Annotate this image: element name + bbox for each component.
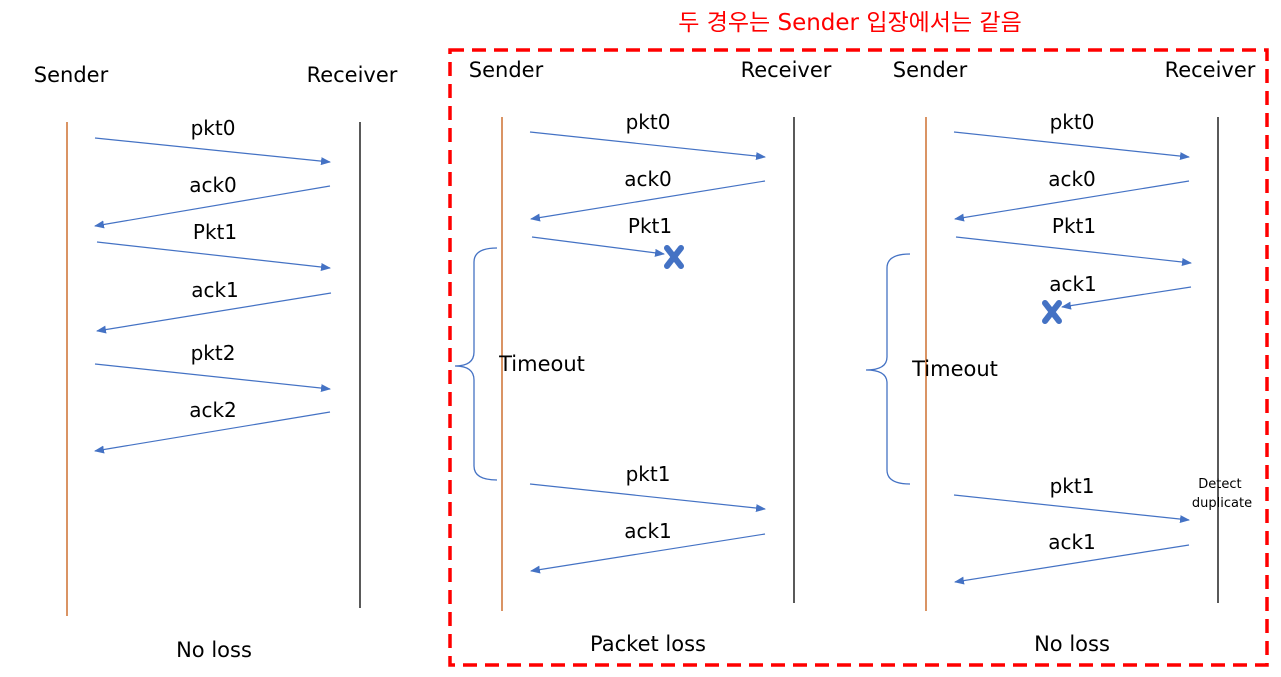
- note-line-1: Detect: [1198, 477, 1241, 492]
- panel-ack-loss: Sender Receiver pkt0 ack0 Pkt1 ack1 Time…: [865, 58, 1256, 656]
- detect-duplicate-note: Detect duplicate: [1192, 477, 1252, 511]
- lost-pkt1-arrow: [531, 236, 665, 257]
- pkt1-label: Pkt1: [1052, 214, 1096, 238]
- ack2-arrow: [94, 411, 331, 454]
- ack1-arrow: [96, 292, 332, 334]
- panel-caption: No loss: [1034, 632, 1110, 656]
- pkt0-arrow: [94, 137, 331, 166]
- ack2-label: ack2: [189, 398, 237, 422]
- banner-text: 두 경우는 Sender 입장에서는 같음: [678, 10, 1022, 36]
- lost-pkt1-label: Pkt1: [628, 214, 672, 238]
- ack0-label: ack0: [624, 167, 672, 191]
- ack0-label: ack0: [189, 173, 237, 197]
- panel-caption: No loss: [176, 638, 252, 662]
- ack1-arrow: [530, 533, 766, 574]
- ack1-arrow: [954, 544, 1190, 585]
- pkt0-arrow: [953, 131, 1190, 161]
- receiver-label: Receiver: [307, 63, 398, 87]
- pkt0-label: pkt0: [191, 116, 236, 140]
- ack1-label: ack1: [624, 519, 672, 543]
- pkt0-label: pkt0: [1050, 110, 1095, 134]
- pkt1-retransmit-label: pkt1: [626, 462, 671, 486]
- pkt1-retransmit-label: pkt1: [1050, 474, 1095, 498]
- sender-label: Sender: [34, 63, 109, 87]
- ack0-arrow: [530, 180, 766, 222]
- loss-x-icon: [1042, 300, 1062, 324]
- timeout-brace: [865, 253, 911, 485]
- timeout-label: Timeout: [911, 357, 998, 381]
- lost-ack1-label: ack1: [1049, 272, 1097, 296]
- receiver-label: Receiver: [1165, 58, 1256, 82]
- pkt0-label: pkt0: [626, 110, 671, 134]
- ack0-arrow: [954, 180, 1190, 222]
- pkt1-retransmit-arrow: [529, 483, 766, 513]
- ack1-label: ack1: [1048, 530, 1096, 554]
- loss-x-icon: [664, 245, 684, 269]
- pkt1-arrow: [96, 241, 331, 271]
- pkt1-retransmit-arrow: [953, 494, 1190, 524]
- pkt2-arrow: [94, 363, 331, 393]
- pkt1-arrow: [955, 236, 1192, 266]
- receiver-label: Receiver: [741, 58, 832, 82]
- ack1-label: ack1: [191, 278, 239, 302]
- ack0-arrow: [94, 185, 331, 229]
- lost-ack1-arrow: [1061, 286, 1192, 310]
- same-for-sender-box: [448, 48, 1269, 667]
- panel-caption: Packet loss: [590, 632, 706, 656]
- panel-no-loss: Sender Receiver pkt0 ack0 Pkt1 ack1 pkt2…: [34, 63, 398, 662]
- timeout-label: Timeout: [498, 352, 585, 376]
- note-line-2: duplicate: [1192, 496, 1252, 511]
- sender-label: Sender: [469, 58, 544, 82]
- ack0-label: ack0: [1048, 167, 1096, 191]
- pkt1-label: Pkt1: [193, 220, 237, 244]
- panel-packet-loss: Sender Receiver pkt0 ack0 Pkt1 Timeout p…: [454, 58, 832, 656]
- pkt2-label: pkt2: [191, 341, 236, 365]
- timeout-brace: [454, 247, 498, 481]
- sender-label: Sender: [893, 58, 968, 82]
- pkt0-arrow: [529, 131, 766, 161]
